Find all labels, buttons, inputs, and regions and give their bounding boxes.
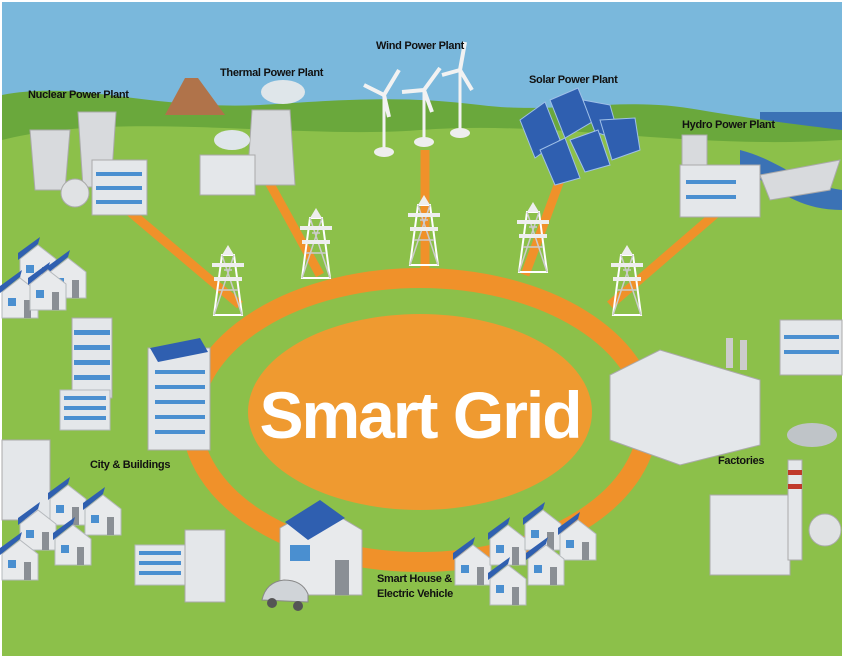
turbine-bases bbox=[374, 128, 470, 157]
label-electric-vehicle: Electric Vehicle bbox=[377, 588, 453, 600]
title: Smart Grid bbox=[259, 378, 580, 452]
factory-icon bbox=[609, 319, 843, 576]
solar-panel-icon bbox=[519, 87, 641, 186]
thermal-plant-icon bbox=[199, 80, 305, 196]
label-factories: Factories bbox=[718, 455, 764, 467]
smart-house-icon bbox=[279, 500, 363, 596]
label-nuclear: Nuclear Power Plant bbox=[28, 89, 129, 101]
label-wind: Wind Power Plant bbox=[376, 40, 465, 52]
volcano bbox=[165, 78, 225, 115]
label-smart-house: Smart House & bbox=[377, 573, 452, 585]
label-city: City & Buildings bbox=[90, 459, 170, 471]
label-solar: Solar Power Plant bbox=[529, 74, 618, 86]
label-hydro: Hydro Power Plant bbox=[682, 119, 775, 131]
label-thermal: Thermal Power Plant bbox=[220, 67, 324, 79]
city-buildings-icon bbox=[0, 236, 226, 603]
center-ellipse bbox=[248, 314, 592, 510]
electric-vehicle-icon bbox=[261, 579, 309, 611]
hydro-plant-icon bbox=[679, 134, 841, 218]
nuclear-plant-icon bbox=[29, 111, 148, 216]
wind-turbine-icon bbox=[363, 41, 474, 150]
